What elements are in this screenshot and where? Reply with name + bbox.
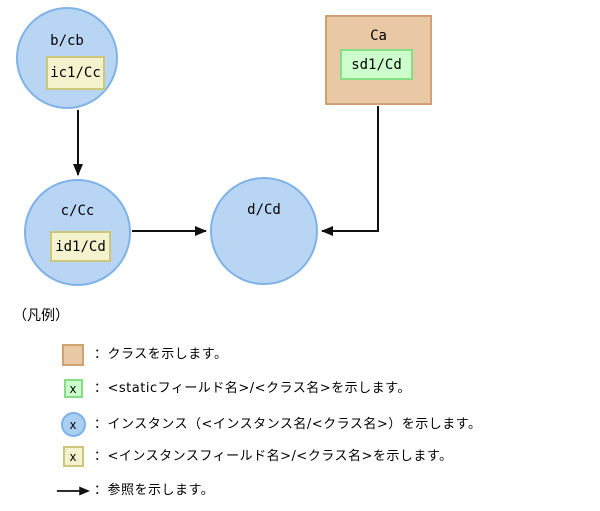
class-node-ca-label: Ca [370,28,387,44]
class-square-icon [62,344,84,366]
instance-circle-icon: x [60,412,86,437]
legend-item-static-field: x ：<staticフィールド名>/<クラス名>を示します。 [56,379,411,398]
legend-title: （凡例） [13,308,69,324]
legend-item-class-text: ：クラスを示します。 [94,347,228,362]
reference-arrow-icon [56,486,90,496]
legend-item-class: ：クラスを示します。 [56,344,227,366]
static-field-icon-label: x [69,381,77,396]
static-field-box-sd1-label: sd1/Cd [351,56,402,73]
static-field-icon: x [63,379,83,398]
instance-field-box-id1: id1/Cd [50,231,111,262]
instance-circle-icon-label: x [69,417,77,432]
static-field-box-sd1: sd1/Cd [340,49,413,80]
instance-field-box-ic1-label: ic1/Cc [50,65,101,81]
instance-node-b-label: b/cb [50,33,84,49]
instance-node-c-label: c/Cc [60,203,95,219]
instance-field-box-ic1: ic1/Cc [46,56,105,90]
legend-item-reference: ：参照を示します。 [56,482,214,500]
legend-item-instance-field-text: ：<インスタンスフィールド名>/<クラス名>を示します。 [94,448,453,464]
instance-node-d-label: d/Cd [247,202,281,218]
reference-arrow-ca-to-d [321,106,379,236]
instance-field-icon-label: x [69,449,77,464]
instance-field-box-id1-label: id1/Cd [55,238,106,255]
legend-item-reference-text: ：参照を示します。 [94,483,215,498]
instance-node-b: b/cb ic1/Cc [16,7,118,109]
instance-node-c: c/Cc id1/Cd [24,179,131,286]
legend-item-instance-field: x ：<インスタンスフィールド名>/<クラス名>を示します。 [56,446,453,467]
class-node-ca: Ca sd1/Cd [325,15,432,105]
legend-item-instance-text: ：インスタンス（<インスタンス名/<クラス名>）を示します。 [94,416,482,432]
legend-item-instance: x ：インスタンス（<インスタンス名/<クラス名>）を示します。 [56,412,481,437]
legend-item-static-field-text: ：<staticフィールド名>/<クラス名>を示します。 [94,380,411,396]
instance-node-d: d/Cd [210,177,318,285]
instance-field-icon: x [62,446,84,467]
